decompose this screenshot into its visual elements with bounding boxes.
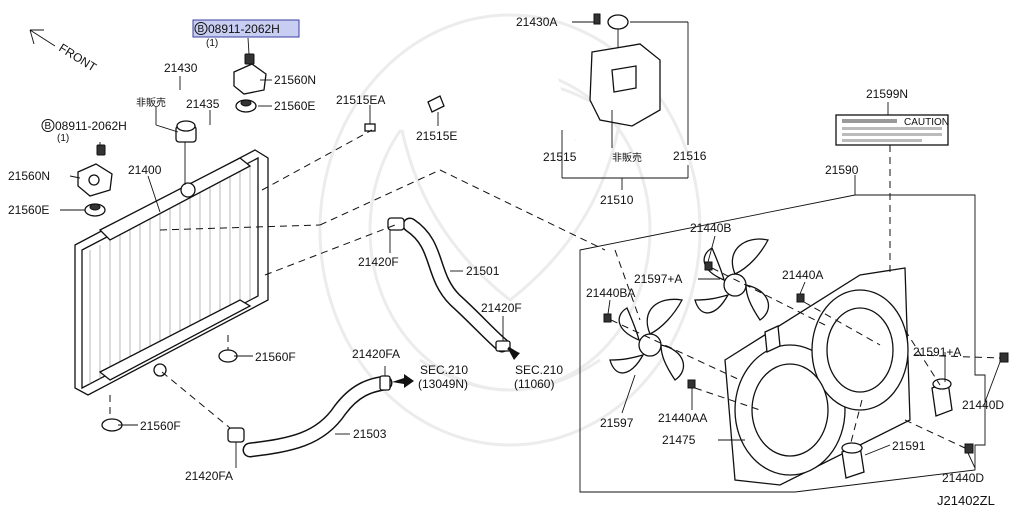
callout-sec-right[interactable]: SEC.210 (11060): [514, 363, 563, 391]
sec-arrow-right: [507, 346, 520, 360]
label-21560E-left: 21560E: [8, 203, 49, 217]
label-21400: 21400: [128, 163, 162, 177]
label-21430: 21430: [164, 61, 198, 75]
label-21435: 21435: [186, 97, 220, 111]
label-21430A: 21430A: [516, 15, 557, 29]
label-21440B: 21440B: [690, 221, 731, 235]
bolt-21440A[interactable]: [796, 293, 805, 303]
clip-21515EA[interactable]: [364, 123, 376, 132]
callout-sec-left[interactable]: SEC.210 (13049N): [418, 363, 468, 391]
label-21420FA-b: 21420FA: [185, 469, 233, 483]
label-21420F-b: 21420F: [481, 301, 522, 315]
label-21515EA: 21515EA: [336, 93, 385, 107]
callout-text: (11060): [514, 377, 554, 391]
bolt-21440D-b[interactable]: [964, 443, 974, 454]
label-21597: 21597: [600, 416, 634, 430]
label-21440D-a: 21440D: [962, 398, 1004, 412]
callout-text: (1): [57, 133, 69, 144]
upper-hose-21501[interactable]: [402, 217, 510, 353]
callout-text: (13049N): [418, 377, 468, 391]
label-21560F-b: 21560F: [140, 419, 181, 433]
callout-text: 08911-2062H: [55, 119, 127, 133]
clamp-21420FA-a[interactable]: [379, 375, 391, 391]
clip-21515E[interactable]: [427, 95, 445, 113]
label-21516: 21516: [673, 149, 707, 163]
callout-text: B: [198, 24, 205, 35]
mount-21560N-top[interactable]: [233, 63, 267, 95]
bolt-21440B[interactable]: [704, 261, 713, 271]
label-not-sold-1: 非販売: [136, 96, 166, 109]
label-21591A: 21591+A: [913, 345, 961, 359]
bolt-top[interactable]: [244, 53, 255, 65]
overflow-hose-21515[interactable]: [371, 50, 577, 141]
motor-21591A[interactable]: [931, 378, 953, 417]
label-21599N: 21599N: [866, 87, 908, 101]
label-21440BA: 21440BA: [586, 286, 635, 300]
callout-text: SEC.210: [515, 363, 563, 377]
bolt-21440D-a[interactable]: [999, 352, 1009, 363]
label-21560F-a: 21560F: [255, 350, 296, 364]
label-not-sold-2: 非販売: [612, 151, 642, 164]
leader-lines: [60, 21, 1001, 469]
label-21420F-a: 21420F: [358, 255, 399, 269]
fan-21597A[interactable]: [694, 238, 770, 321]
shroud-21475[interactable]: [724, 267, 911, 486]
radiator-21400[interactable]: [74, 149, 269, 396]
clamp-21420FA-b[interactable]: [227, 427, 245, 443]
callout-bolt-left[interactable]: B 08911-2062H (1): [41, 119, 127, 144]
highlight-box: [192, 19, 300, 38]
callout-text: B: [45, 121, 52, 132]
dashed-guides: [109, 129, 1001, 449]
label-21590: 21590: [825, 163, 859, 177]
fan-21597[interactable]: [609, 298, 685, 381]
bolt-21440AA[interactable]: [687, 379, 696, 389]
caution-title: CAUTION: [904, 117, 949, 128]
bolt-left[interactable]: [96, 144, 106, 156]
callout-bolt-top[interactable]: B 08911-2062H (1): [192, 19, 300, 49]
lower-hose-21503[interactable]: [242, 375, 393, 458]
cap-21435[interactable]: [176, 120, 196, 132]
label-21475: 21475: [662, 433, 696, 447]
label-21560N-top: 21560N: [274, 73, 316, 87]
front-direction-arrow: FRONT: [29, 29, 99, 75]
mount-21560N-left[interactable]: [77, 163, 113, 197]
clamp-21420F-a[interactable]: [387, 217, 405, 231]
caution-label-21599N[interactable]: CAUTION: [835, 114, 949, 146]
bolt-21440BA[interactable]: [603, 313, 612, 323]
label-21420FA-a: 21420FA: [352, 347, 400, 361]
motor-21591[interactable]: [841, 442, 865, 479]
mount-21560E-top[interactable]: [235, 99, 257, 113]
label-21560E-top: 21560E: [274, 99, 315, 113]
label-21440A: 21440A: [782, 268, 823, 282]
label-21501: 21501: [466, 264, 500, 278]
label-21591: 21591: [892, 439, 926, 453]
reservoir-tank-21510[interactable]: [589, 13, 661, 127]
mount-21560E-left[interactable]: [84, 203, 106, 217]
label-21515E: 21515E: [416, 129, 457, 143]
radiator-cap-21430[interactable]: [175, 125, 197, 185]
label-21440D-b: 21440D: [942, 471, 984, 485]
fan-assembly-box-21590: [579, 194, 986, 493]
diagram-id: J21402ZL: [937, 493, 995, 508]
label-21440AA: 21440AA: [658, 411, 707, 425]
callout-text: 08911-2062H: [208, 22, 280, 36]
label-21560N-left: 21560N: [8, 169, 50, 183]
label-21503: 21503: [353, 427, 387, 441]
label-21510: 21510: [600, 193, 634, 207]
callout-text: (1): [206, 38, 218, 49]
sec-arrow-left: [392, 374, 414, 388]
label-21597A: 21597+A: [634, 272, 682, 286]
front-label: FRONT: [56, 41, 99, 75]
label-21515: 21515: [543, 150, 577, 164]
callout-text: SEC.210: [420, 363, 468, 377]
